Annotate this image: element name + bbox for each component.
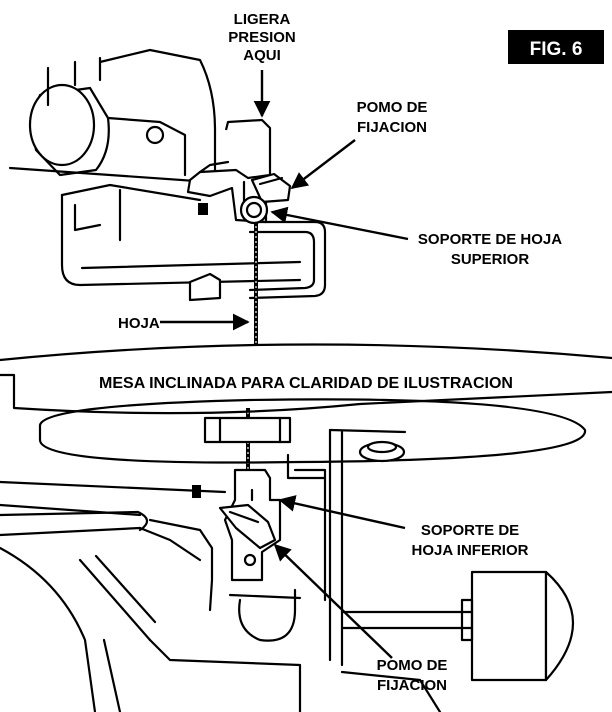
label-blade: HOJA — [118, 313, 250, 332]
label-blade-text: HOJA — [118, 315, 160, 332]
label-table-note: MESA INCLINADA PARA CLARIDAD DE ILUSTRAC… — [99, 375, 513, 392]
label-lower-holder: SOPORTE DE HOJA INFERIOR — [278, 495, 529, 559]
figure-tag: FIG. 6 — [508, 30, 604, 64]
label-lower-holder-line2: HOJA INFERIOR — [412, 542, 529, 559]
upper-arm-assembly — [8, 48, 327, 302]
label-light-pressure-line1: LIGERA — [234, 11, 291, 28]
label-light-pressure-line3: AQUI — [243, 47, 281, 64]
table — [0, 343, 612, 464]
label-upper-holder: SOPORTE DE HOJA SUPERIOR — [270, 206, 562, 268]
label-upper-holder-line2: SUPERIOR — [451, 251, 530, 268]
label-table-note-text: MESA INCLINADA PARA CLARIDAD DE ILUSTRAC… — [99, 375, 513, 392]
figure-tag-text: FIG. 6 — [530, 39, 583, 60]
label-upper-knob-line1: POMO DE — [357, 99, 428, 116]
label-upper-knob-line2: FIJACION — [357, 119, 427, 136]
label-upper-holder-line1: SOPORTE DE HOJA — [418, 231, 562, 248]
label-lower-knob: POMO DE FIJACION — [273, 543, 448, 694]
label-lower-knob-line2: FIJACION — [377, 677, 447, 694]
label-light-pressure-line2: PRESION — [228, 29, 296, 46]
label-lower-holder-line1: SOPORTE DE — [421, 522, 519, 539]
label-light-pressure: LIGERA PRESION AQUI — [228, 11, 296, 118]
lower-assembly — [0, 428, 575, 712]
label-lower-knob-line1: POMO DE — [377, 657, 448, 674]
label-upper-knob: POMO DE FIJACION — [290, 99, 428, 190]
